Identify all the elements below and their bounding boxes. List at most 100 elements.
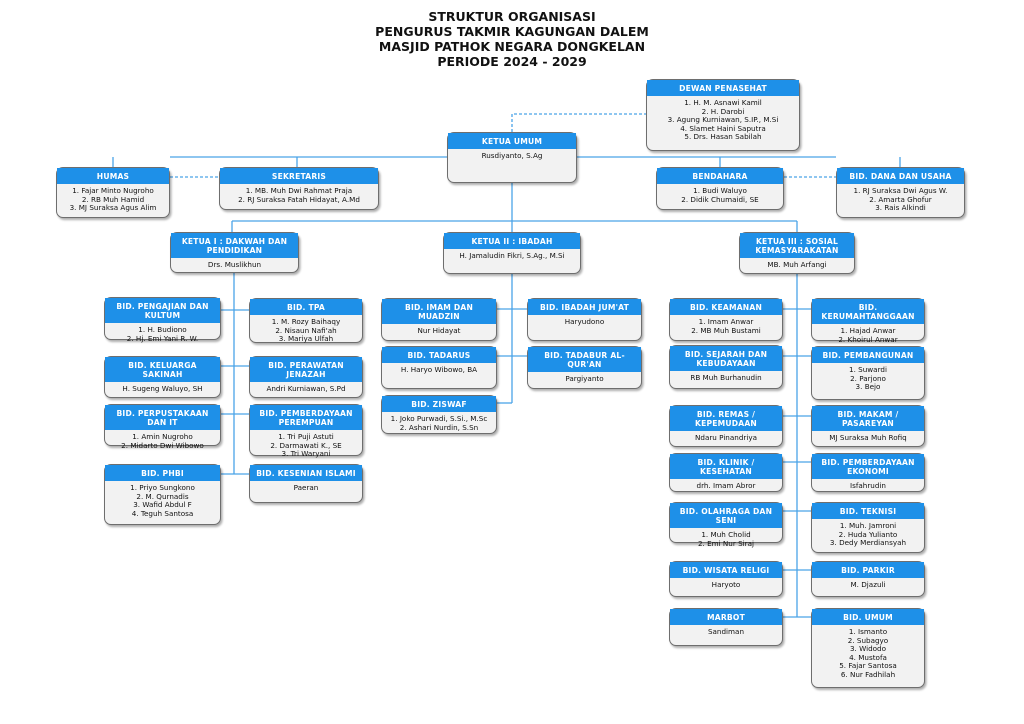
member-name: 6. Nur Fadhilah (840, 669, 896, 679)
org-box-title: BID. KELUARGA SAKINAH (105, 357, 220, 382)
member-name: drh. Imam Abror (696, 481, 756, 490)
title-line-4: PERIODE 2024 - 2029 (437, 54, 587, 69)
org-box-title: HUMAS (57, 168, 169, 184)
member-name: 2. Emi Nur Siraj (697, 538, 755, 548)
org-box-members: Andri Kurniawan, S.Pd (250, 382, 362, 396)
org-box-members: Paeran (250, 481, 362, 495)
org-box-title: KETUA II : IBADAH (444, 233, 580, 249)
org-box-title: BID. PEMBANGUNAN (812, 347, 924, 363)
org-box-members: Isfahrudin (812, 479, 924, 493)
org-box-title: MARBOT (670, 609, 782, 625)
member-name: 1. Budi Waluyo (693, 186, 747, 195)
org-box-jumat: BID. IBADAH JUM'AT Haryudono (527, 298, 642, 341)
org-box-klinik: BID. KLINIK / KESEHATAN drh. Imam Abror (669, 453, 783, 492)
member-name: Nur Hidayat (417, 326, 461, 335)
member-name: 2. Hj. Emi Yani R. W. (126, 333, 199, 343)
org-box-title: BID. DANA DAN USAHA (837, 168, 964, 184)
member-name: Haryudono (564, 317, 605, 326)
org-box-members: Drs. Muslikhun (171, 258, 298, 272)
member-name: 3. Dedy Merdiansyah (829, 538, 907, 548)
org-box-title: BID. PHBI (105, 465, 220, 481)
member-name: M. Djazuli (850, 580, 886, 589)
member-name: 1. Muh Cholid (701, 530, 751, 539)
org-box-title: BID. IMAM DAN MUADZIN (382, 299, 496, 324)
org-box-title: BID. OLAHRAGA DAN SENI (670, 503, 782, 528)
org-box-title: BID. SEJARAH DAN KEBUDAYAAN (670, 346, 782, 371)
org-box-title: BENDAHARA (657, 168, 783, 184)
member-name: 4. Slamet Haini Saputra (680, 123, 766, 133)
member-name: 1. RJ Suraksa Dwi Agus W. (853, 186, 948, 195)
member-name: 2. M. Qurnadis (136, 491, 189, 501)
chart-title: STRUKTUR ORGANISASI PENGURUS TAKMIR KAGU… (0, 9, 1024, 69)
member-name: MB. Muh Arfangi (767, 260, 827, 269)
org-box-imam: BID. IMAM DAN MUADZIN Nur Hidayat (381, 298, 497, 341)
org-box-ketua2: KETUA II : IBADAH H. Jamaludin Fikri, S.A… (443, 232, 581, 274)
org-box-title: BID. TPA (250, 299, 362, 315)
member-name: H. Jamaludin Fikri, S.Ag., M.Si (459, 251, 565, 260)
org-box-title: BID. IBADAH JUM'AT (528, 299, 641, 315)
org-box-title: BID. PEMBERDAYAAN PEREMPUAN (250, 405, 362, 430)
org-box-title: SEKRETARIS (220, 168, 378, 184)
org-box-members: MJ Suraksa Muh Rofiq (812, 431, 924, 445)
org-box-title: BID. PARKIR (812, 562, 924, 578)
member-name: Sandiman (707, 627, 745, 636)
org-box-members: Rusdiyanto, S.Ag (448, 149, 576, 163)
title-line-3: MASJID PATHOK NEGARA DONGKELAN (378, 39, 646, 54)
member-name: 3. Rais Alkindi (875, 203, 926, 213)
org-box-marbot: MARBOT Sandiman (669, 608, 783, 646)
org-box-members: Haryoto (670, 578, 782, 592)
title-line-1: STRUKTUR ORGANISASI (428, 9, 596, 24)
member-name: 4. Mustofa (849, 652, 887, 662)
member-name: 2. H. Darobi (701, 106, 745, 116)
member-name: 4. Teguh Santosa (131, 508, 194, 518)
member-name: 2. Didik Chumaidi, SE (681, 194, 759, 204)
member-name: Andri Kurniawan, S.Pd (266, 384, 346, 393)
member-name: 3. Mariya Ulfah (278, 334, 334, 344)
member-name: 2. Nisaun Nafi'ah (275, 325, 337, 335)
org-box-title: BID. PERPUSTAKAAN DAN IT (105, 405, 220, 430)
org-box-members: MB. Muh Arfangi (740, 258, 854, 272)
org-box-members: 1. RJ Suraksa Dwi Agus W.2. Amarta Ghofu… (837, 184, 964, 215)
member-name: 1. H. M. Asnawi Kamil (684, 98, 762, 107)
member-name: Drs. Muslikhun (207, 260, 262, 269)
member-name: 2. RB Muh Hamid (81, 194, 145, 204)
member-name: 1. Fajar Minto Nugroho (72, 186, 154, 195)
member-name: 3. MJ Suraksa Agus Alim (69, 203, 157, 213)
org-box-title: BID. KLINIK / KESEHATAN (670, 454, 782, 479)
member-name: 3. Agung Kurniawan, S.IP., M.Si (667, 115, 779, 125)
member-name: 2. RJ Suraksa Fatah Hidayat, A.Md (238, 194, 360, 204)
member-name: 1. Amin Nugroho (132, 432, 193, 441)
org-box-parkir: BID. PARKIR M. Djazuli (811, 561, 925, 597)
